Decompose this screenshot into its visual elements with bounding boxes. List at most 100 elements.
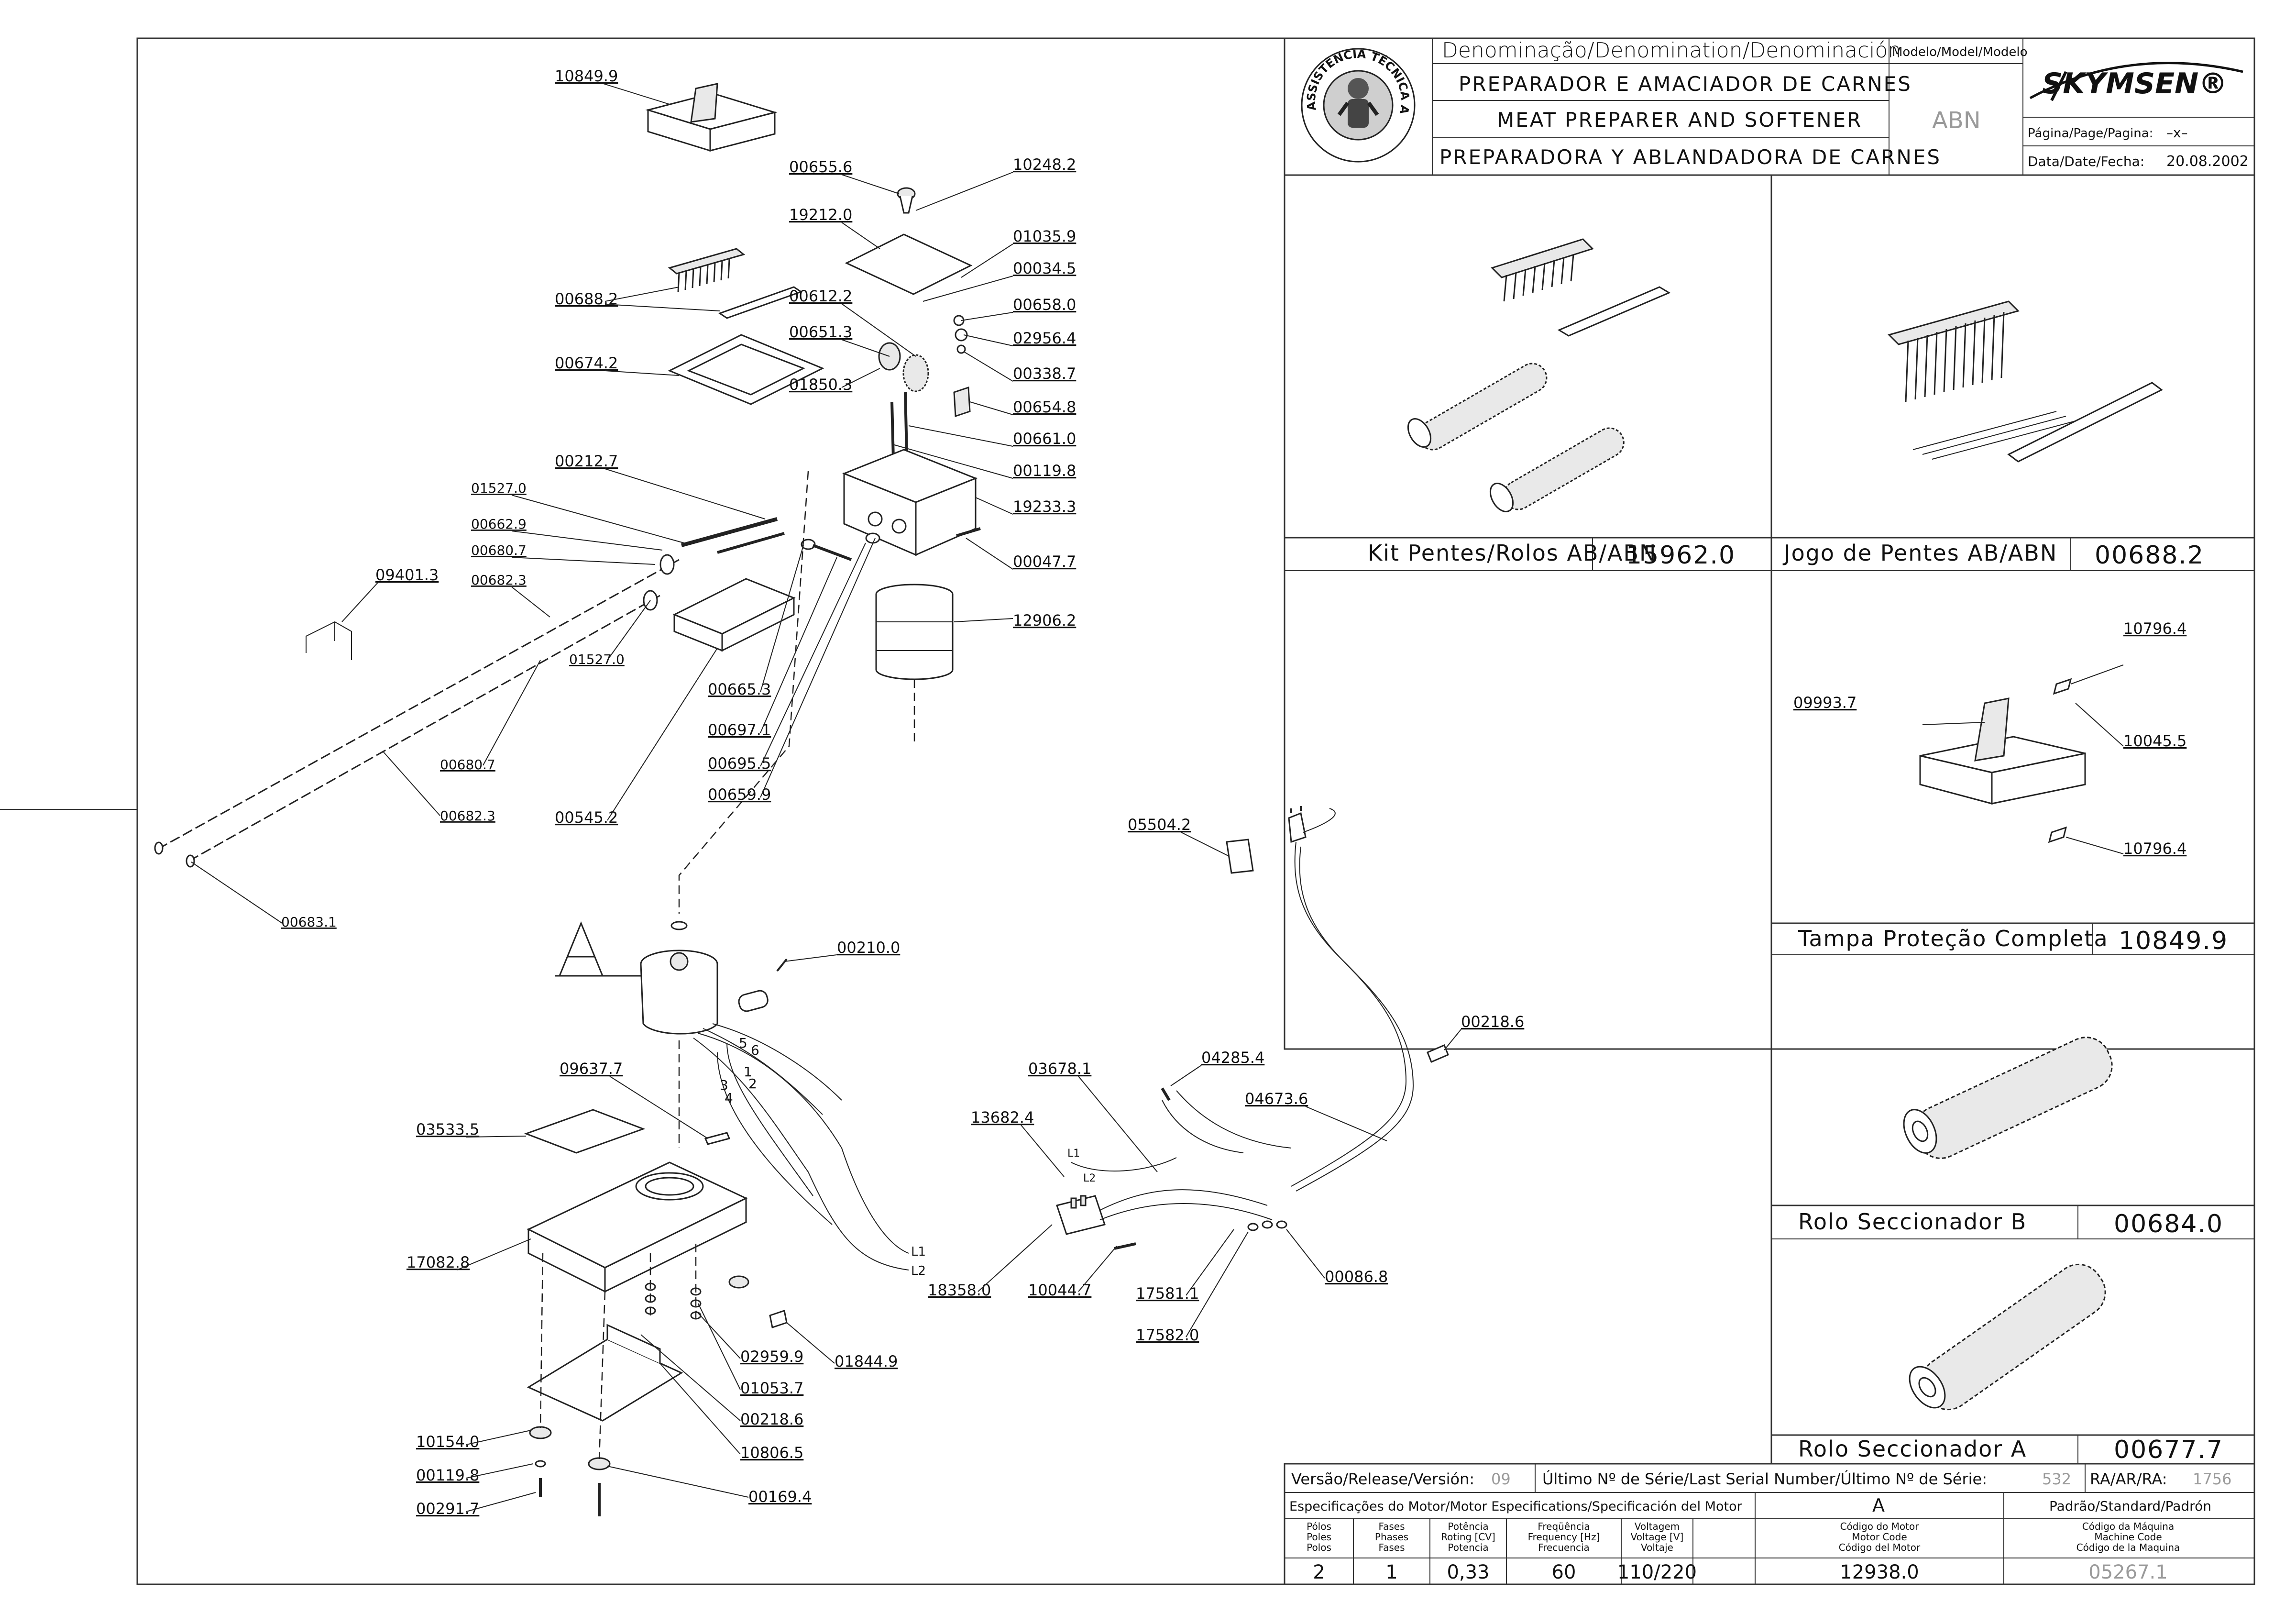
part-label: 00654.8 <box>1013 398 1076 416</box>
part-label: 00218.6 <box>740 1410 803 1428</box>
roller-a-illustration <box>1909 1263 2106 1411</box>
part-label: 02956.4 <box>1013 329 1076 347</box>
part-label: 00665.3 <box>708 680 771 698</box>
motor-labels: 00210.0 09637.7 03533.5 17082.8 02959.9 … <box>406 939 900 1518</box>
accessory-panels: Kit Pentes/Rolos AB/ABN 15962.0 Jogo de … <box>1284 174 2255 1464</box>
svg-text:Código do Motor: Código do Motor <box>1840 1521 1920 1532</box>
part-label: 00047.7 <box>1013 552 1076 571</box>
part-label: 12906.2 <box>1013 611 1076 630</box>
part-label: 01035.9 <box>1013 227 1076 245</box>
wire-end: L2 <box>911 1264 926 1278</box>
part-label: 18358.0 <box>928 1281 991 1299</box>
roller-b-caption: Rolo Seccionador B <box>1798 1209 2027 1235</box>
svg-text:Poles: Poles <box>1307 1531 1331 1543</box>
part-label: 05504.2 <box>1128 816 1191 834</box>
brand-name: SKYMSEN® <box>2042 67 2227 100</box>
page-label: Página/Page/Pagina: <box>2028 126 2153 141</box>
part-label: 00688.2 <box>555 290 618 308</box>
part-label: 00680.7 <box>440 757 495 773</box>
part-label: 17581.1 <box>1136 1284 1199 1303</box>
lid-part-label-4: 10796.4 <box>2123 840 2186 858</box>
svg-text:Fases: Fases <box>1378 1521 1405 1532</box>
part-label: 17082.8 <box>406 1253 470 1271</box>
spec-col-poles: Pólos Poles Polos 2 <box>1307 1521 1331 1583</box>
part-label: 00291.7 <box>416 1500 479 1518</box>
part-label: 00545.2 <box>555 808 618 827</box>
svg-text:0,33: 0,33 <box>1447 1561 1489 1583</box>
part-label: 19212.0 <box>789 206 852 224</box>
part-label: 17582.0 <box>1136 1326 1199 1344</box>
wire-number: 6 <box>751 1042 759 1058</box>
svg-text:12938.0: 12938.0 <box>1840 1561 1919 1583</box>
wire-number: 5 <box>739 1035 747 1051</box>
model-label: Modelo/Model/Modelo <box>1892 45 2028 59</box>
part-label: 00651.3 <box>789 323 852 341</box>
svg-text:Voltage [V]: Voltage [V] <box>1631 1531 1684 1543</box>
motor-spec-table: Versão/Release/Versión: 09 Último Nº de … <box>1284 1463 2255 1585</box>
part-label: 00683.1 <box>281 914 337 930</box>
lid-caption: Tampa Proteção Completa <box>1798 926 2109 951</box>
spec-col-power: Potência Roting [CV] Potencia 0,33 <box>1441 1521 1495 1583</box>
svg-text:Freqüência: Freqüência <box>1538 1521 1590 1532</box>
svg-text:Frecuencia: Frecuencia <box>1538 1542 1590 1553</box>
svg-text:Potencia: Potencia <box>1448 1542 1488 1553</box>
part-label: 19233.3 <box>1013 497 1076 516</box>
switch-terminal: L1 <box>1067 1148 1080 1160</box>
spec-col-frequency: Freqüência Frequency [Hz] Frecuencia 60 <box>1528 1521 1600 1583</box>
part-label: 00210.0 <box>837 939 900 957</box>
lid-part-label-1: 10796.4 <box>2123 619 2186 638</box>
wire-number: 2 <box>748 1076 757 1092</box>
part-label: 00682.3 <box>440 808 495 824</box>
wire-number: 1 <box>744 1064 752 1080</box>
part-label: 00218.6 <box>1461 1013 1524 1031</box>
roller-a-caption: Rolo Seccionador A <box>1798 1436 2027 1462</box>
part-label: 00655.6 <box>789 158 852 176</box>
date-label: Data/Date/Fecha: <box>2028 154 2144 169</box>
spec-col-motor-code: Código do Motor Motor Code Código del Mo… <box>1839 1521 1921 1583</box>
ra-value: 1756 <box>2193 1470 2231 1488</box>
part-label: 00086.8 <box>1325 1268 1388 1286</box>
spec-col-voltage: Voltagem Voltage [V] Voltaje 110/220 <box>1617 1521 1697 1583</box>
roller-a-code: 00677.7 <box>2114 1436 2223 1464</box>
part-label: 00658.0 <box>1013 296 1076 314</box>
electrical-assembly: L1 L2 <box>1056 806 1449 1250</box>
skymsen-logo: SKYMSEN® <box>2029 62 2243 101</box>
exploded-view-head <box>154 83 981 914</box>
roller-b-code: 00684.0 <box>2114 1210 2223 1238</box>
date-value: 20.08.2002 <box>2166 153 2249 170</box>
motor-assembly: A 5 6 1 2 3 4 L1 L2 <box>524 921 926 1516</box>
part-label: 09637.7 <box>560 1060 623 1078</box>
part-label: 00169.4 <box>748 1488 812 1506</box>
svg-text:110/220: 110/220 <box>1617 1561 1697 1583</box>
svg-text:Pólos: Pólos <box>1307 1521 1331 1532</box>
part-label: 01844.9 <box>835 1352 898 1370</box>
ra-label: RA/AR/RA: <box>2090 1470 2167 1488</box>
svg-text:60: 60 <box>1552 1561 1576 1583</box>
lid-code: 10849.9 <box>2119 927 2228 955</box>
comb-set-illustration <box>1888 300 2163 463</box>
product-name-en: MEAT PREPARER AND SOFTENER <box>1497 108 1862 132</box>
svg-text:Código del Motor: Código del Motor <box>1839 1542 1921 1553</box>
roller-b-illustration <box>1903 1037 2113 1159</box>
kit-code: 15962.0 <box>1626 541 1736 570</box>
part-label: 00212.7 <box>555 452 618 470</box>
model-value: ABN <box>1932 107 1981 134</box>
last-serial-label: Último Nº de Série/Last Serial Number/Úl… <box>1542 1469 1987 1488</box>
denomination-title: Denominação/Denomination/Denominación <box>1442 38 1901 63</box>
part-label: 00680.7 <box>471 542 527 558</box>
part-label: 02959.9 <box>740 1348 803 1366</box>
part-label: 10806.5 <box>740 1444 803 1462</box>
part-label: 13682.4 <box>971 1108 1034 1127</box>
part-label: 04673.6 <box>1245 1090 1308 1108</box>
part-label: 09401.3 <box>375 566 439 584</box>
motor-spec-label: Especificações do Motor/Motor Especifica… <box>1289 1499 1743 1514</box>
part-label: 00034.5 <box>1013 259 1076 277</box>
wire-number: 3 <box>720 1077 728 1093</box>
title-block: ASSISTÊNCIA TÉCNICA AUTORIZADA Denominaç… <box>0 0 2255 176</box>
product-name-es: PREPARADORA Y ABLANDADORA DE CARNES <box>1439 145 1941 169</box>
part-label: 00659.9 <box>708 785 771 804</box>
part-label: 03678.1 <box>1028 1060 1091 1078</box>
svg-text:Fases: Fases <box>1378 1542 1405 1553</box>
part-label: 01053.7 <box>740 1379 803 1397</box>
